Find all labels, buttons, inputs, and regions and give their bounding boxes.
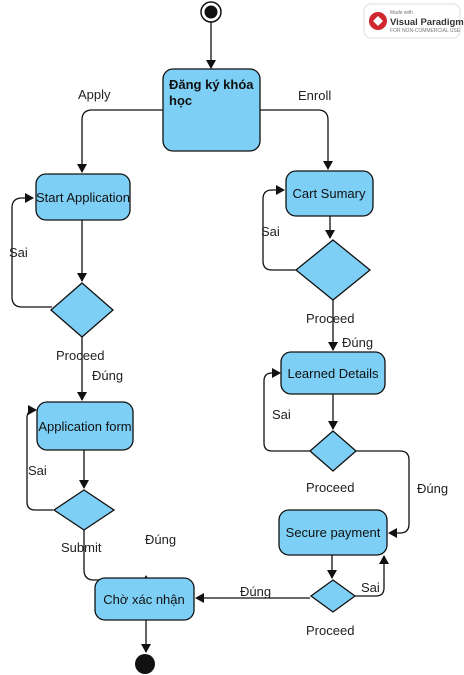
label-sai-left-1: Sai bbox=[9, 245, 28, 260]
label-proceed-right-1: Proceed bbox=[306, 311, 354, 326]
label-sai-right-3: Sai bbox=[361, 580, 380, 595]
label-dung-left-1: Đúng bbox=[92, 368, 123, 383]
decision-node-2 bbox=[52, 489, 116, 531]
decision-node-5 bbox=[309, 579, 357, 613]
edge-decision4-proceed bbox=[356, 450, 410, 538]
node-cart-summary: Cart Sumary bbox=[285, 170, 374, 217]
decision-node-3 bbox=[294, 239, 372, 301]
node-learned-details-label: Learned Details bbox=[287, 366, 379, 381]
node-application-form-label: Application form bbox=[38, 419, 131, 434]
node-main-line2: học bbox=[169, 93, 192, 108]
final-node bbox=[135, 654, 155, 674]
badge-tagline: FOR NON-COMMERCIAL USE bbox=[390, 28, 461, 34]
label-sai-right-1: Sai bbox=[261, 224, 280, 239]
edge-sai-loop-2 bbox=[26, 405, 53, 511]
edge-enroll bbox=[260, 109, 333, 170]
node-start-application-label: Start Application bbox=[36, 190, 130, 205]
badge-brand: Visual Paradigm bbox=[390, 17, 464, 28]
edge-sai-loop-3 bbox=[262, 185, 296, 271]
label-apply: Apply bbox=[78, 87, 111, 102]
label-submit: Submit bbox=[61, 540, 102, 555]
node-main: Đăng ký khóa học bbox=[162, 68, 261, 152]
label-sai-right-2: Sai bbox=[272, 407, 291, 422]
label-sai-left-2: Sai bbox=[28, 463, 47, 478]
label-dung-right-2: Đúng bbox=[417, 481, 448, 496]
badge-made-with: Made with bbox=[390, 10, 413, 16]
label-proceed-right-2: Proceed bbox=[306, 480, 354, 495]
decision-node-1 bbox=[50, 282, 114, 338]
edge-sai-loop-4 bbox=[263, 368, 310, 452]
decision-node-4 bbox=[309, 430, 357, 472]
label-dung-bottom: Đúng bbox=[240, 584, 271, 599]
node-start-application: Start Application bbox=[35, 173, 131, 221]
initial-node bbox=[200, 1, 222, 23]
node-secure-payment-label: Secure payment bbox=[286, 525, 381, 540]
edge-sai-loop-1 bbox=[11, 193, 52, 308]
node-main-line1: Đăng ký khóa bbox=[169, 77, 254, 92]
label-proceed-right-3: Proceed bbox=[306, 623, 354, 638]
node-secure-payment: Secure payment bbox=[278, 509, 388, 556]
edge-sai-loop-5 bbox=[355, 555, 389, 597]
node-cho-xac-nhan-label: Chờ xác nhận bbox=[103, 592, 185, 607]
label-proceed-left-1: Proceed bbox=[56, 348, 104, 363]
node-cart-summary-label: Cart Sumary bbox=[293, 186, 366, 201]
node-application-form: Application form bbox=[36, 401, 134, 451]
node-learned-details: Learned Details bbox=[280, 351, 386, 395]
label-enroll: Enroll bbox=[298, 88, 331, 103]
label-dung-right-1: Đúng bbox=[342, 335, 373, 350]
edge-apply bbox=[77, 109, 163, 173]
visual-paradigm-badge: Made with Visual Paradigm FOR NON-COMMER… bbox=[363, 3, 464, 39]
label-dung-left-2: Đúng bbox=[145, 532, 176, 547]
node-cho-xac-nhan: Chờ xác nhận bbox=[94, 577, 195, 621]
